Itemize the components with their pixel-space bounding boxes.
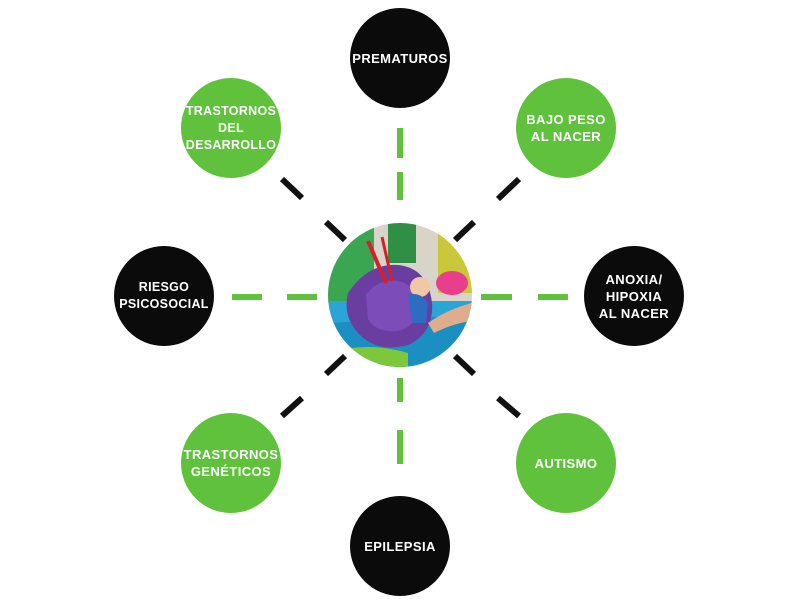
node-bajo-peso-al-nacer: BAJO PESO AL NACER [516,78,616,178]
connector-upper-left [323,219,348,243]
node-epilepsia: EPILEPSIA [350,496,450,596]
connector-lower-right [452,353,477,377]
node-riesgo-psicosocial: RIESGO PSICOSOCIAL [114,246,214,346]
node-trastornos-del-desarrollo: TRASTORNOS DEL DESARROLLO [181,78,281,178]
connector-upper-right [452,219,477,243]
node-anoxia-hipoxia: ANOXIA/ HIPOXIA AL NACER [584,246,684,346]
center-therapy-photo [328,223,472,367]
connector-lower-left [279,395,305,419]
node-prematuros: PREMATUROS [350,8,450,108]
connector-upper-right [495,176,522,202]
therapy-photo-icon [328,223,472,367]
connector-lower-left [323,353,348,377]
connector-upper-left [279,176,305,201]
node-autismo: AUTISMO [516,413,616,513]
connector-lower-right [496,395,521,419]
node-trastornos-geneticos: TRASTORNOS GENÉTICOS [181,413,281,513]
